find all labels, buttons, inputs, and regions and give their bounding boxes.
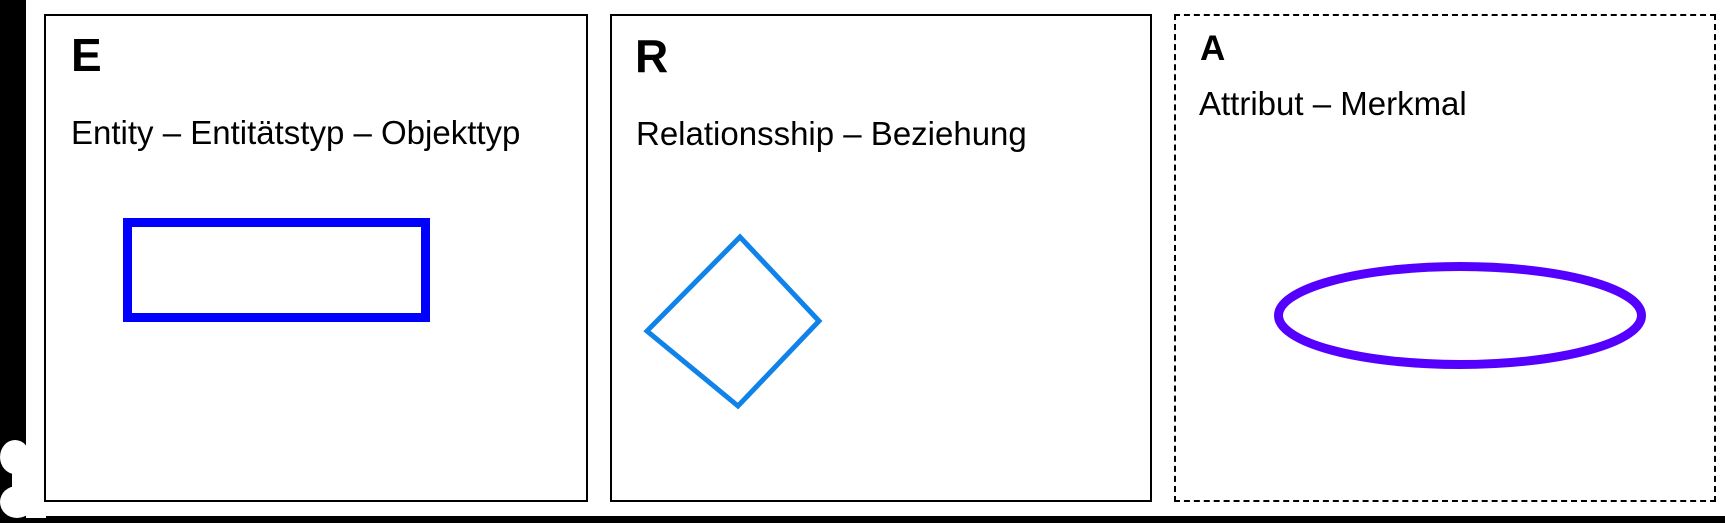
entity-letter: E [71, 29, 102, 81]
relationship-panel [610, 14, 1152, 502]
attribute-panel [1174, 14, 1716, 502]
entity-caption: Entity – Entitätstyp – Objekttyp [71, 114, 521, 151]
entity-panel [44, 14, 588, 502]
attribute-caption: Attribut – Merkmal [1199, 85, 1467, 122]
attribute-ellipse-shape [1274, 262, 1646, 369]
edge-blob [26, 430, 46, 518]
attribute-letter: A [1200, 29, 1226, 68]
relationship-letter: R [635, 30, 669, 82]
relationship-caption: Relationsship – Beziehung [636, 115, 1027, 152]
relationship-diamond-shape [643, 233, 823, 410]
entity-rectangle-shape [123, 218, 430, 322]
bottom-black-edge [0, 516, 1725, 523]
left-black-edge [0, 0, 26, 523]
